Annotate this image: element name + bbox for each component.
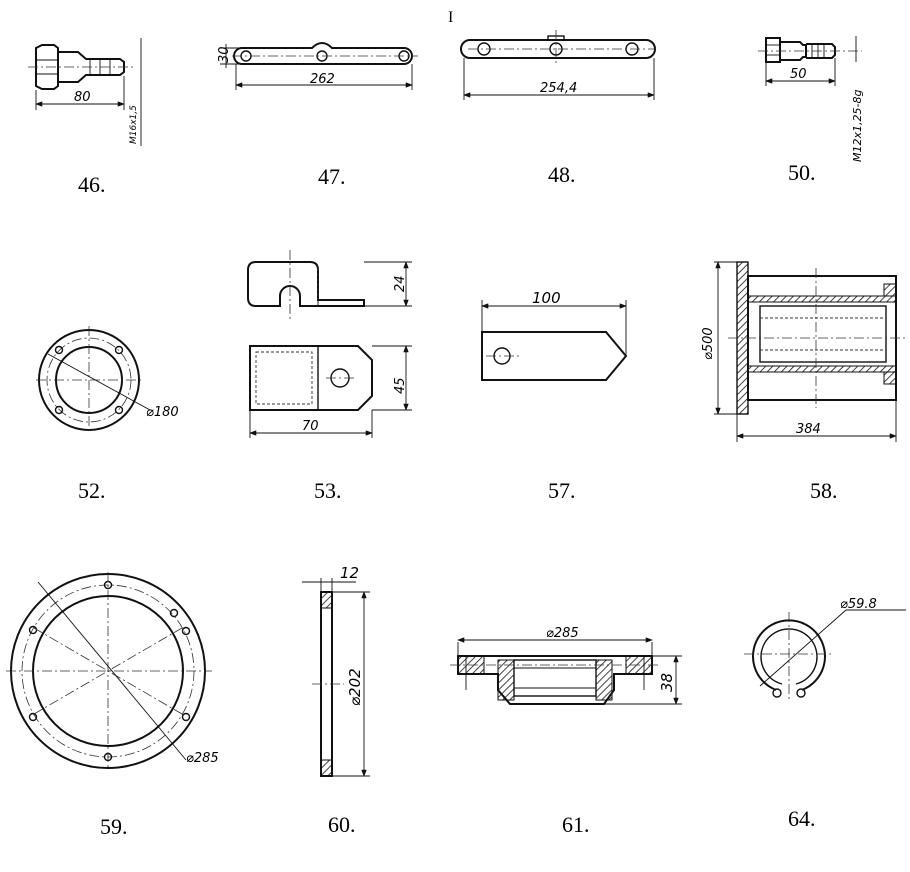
part-53-height: 24 [393,275,408,292]
part-60-thickness: 12 [340,564,359,582]
part-52-number: 52. [78,478,106,503]
part-59-diameter: ⌀285 [186,751,219,766]
part-58-diameter: ⌀500 [701,327,716,360]
part-64-diameter: ⌀59.8 [840,597,877,612]
part-48-bar: 254,4 48. [460,30,656,187]
part-46-thread: M16x1,5 [129,105,139,144]
part-52-flange: ⌀180 52. [36,326,179,503]
part-48-number: 48. [548,162,576,187]
part-57-blade: 100 57. [481,289,628,503]
part-47-width: 30 [217,46,232,63]
top-mark: I [448,9,453,26]
part-61-number: 61. [562,812,590,837]
part-47-number: 47. [318,164,346,189]
part-50-fitting: 50 M12x1,25-8g 50. [758,36,864,185]
part-59-flange: ⌀285 59. [6,572,219,839]
part-57-number: 57. [548,478,576,503]
part-48-length: 254,4 [540,81,577,96]
part-58-number: 58. [810,478,838,503]
part-64-number: 64. [788,806,816,831]
part-46-bolt: 80 M16x1,5 46. [28,38,142,197]
part-50-length: 50 [790,67,807,82]
part-60-diameter: ⌀202 [346,668,364,706]
part-60-number: 60. [328,812,356,837]
part-64-circlip: ⌀59.8 64. [744,597,906,831]
part-46-length: 80 [74,90,91,105]
part-60-gasket: 12 ⌀202 60. [302,564,370,837]
part-53-depth: 45 [393,377,408,394]
part-53-width: 70 [302,419,319,434]
part-61-height: 38 [658,673,676,692]
part-58-sleeve: ⌀500 384 58. [701,261,906,503]
part-58-length: 384 [796,422,821,437]
part-50-thread: M12x1,25-8g [851,90,864,162]
part-47-length: 262 [310,72,335,87]
part-59-number: 59. [100,814,128,839]
part-50-number: 50. [788,160,816,185]
part-53-number: 53. [314,478,342,503]
part-61-diameter: ⌀285 [546,626,579,641]
part-61-housing: ⌀285 38 61. [450,626,682,837]
part-46-number: 46. [78,172,106,197]
part-47-link-plate: 30 262 47. [217,42,418,189]
part-53-bracket: 24 45 70 53. [247,250,412,503]
part-52-diameter: ⌀180 [146,405,179,420]
part-57-length: 100 [532,289,561,307]
